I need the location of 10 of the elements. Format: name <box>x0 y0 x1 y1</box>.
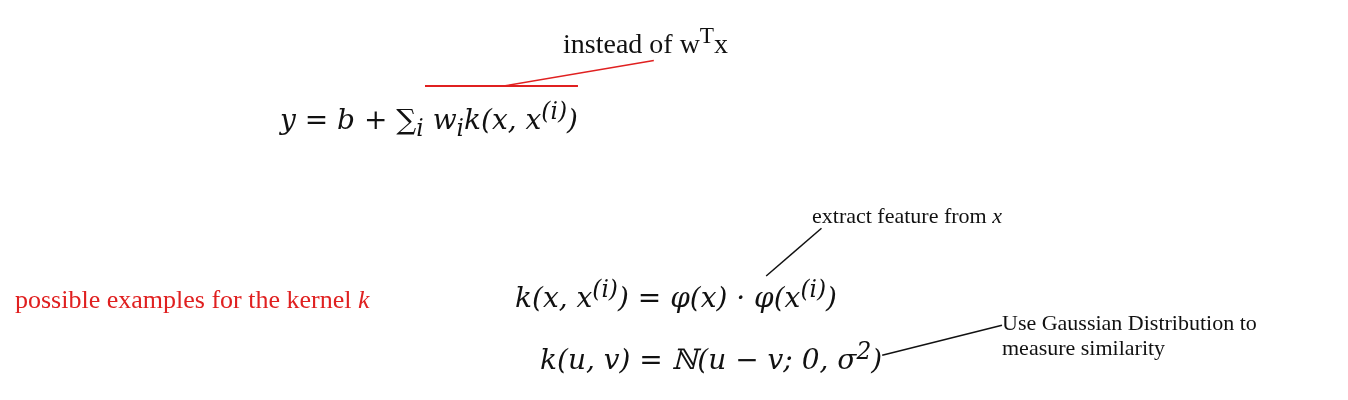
annotation-text: extract feature from x <box>812 203 1002 229</box>
formula-text: k(x, x$^{(i)}$) = φ(x) · φ(x$^{(i)}$) <box>515 276 837 315</box>
annotation-text: Use Gaussian Distribution to measure similarity <box>1002 310 1332 361</box>
leader-line <box>502 59 655 87</box>
leader-line <box>881 324 1003 357</box>
leader-line <box>765 227 823 277</box>
annotation-text: instead of w$^{T}$x <box>563 22 729 61</box>
formula-text: k(u, v) = ℕ(u − v; 0, σ$^{2}$) <box>540 338 883 377</box>
note-text: possible examples for the kernel k <box>15 285 370 315</box>
formula-text: y = b + ∑$_{i}$ w$_{i}$k(x, x$^{(i)}$) <box>280 98 578 142</box>
